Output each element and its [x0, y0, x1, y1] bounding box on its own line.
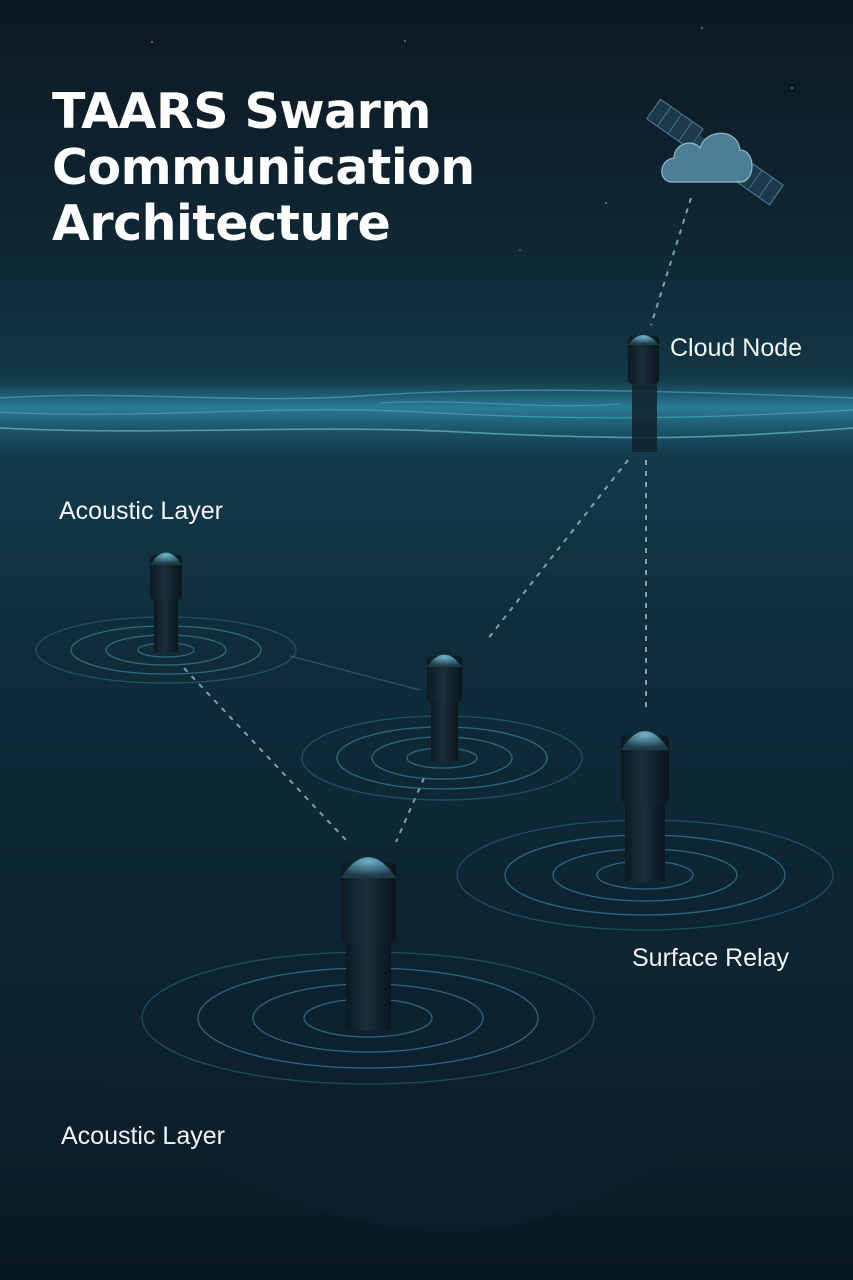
cloud-icon — [661, 132, 753, 183]
diagram-title: TAARS Swarm Communication Architecture — [52, 84, 572, 252]
link-left-to-center-faint — [289, 655, 421, 691]
title-line-2: Communication — [52, 139, 475, 196]
link-left-node-to-lower-node — [183, 667, 347, 841]
buoy-node-lower — [341, 857, 396, 1030]
link-satellite-to-cloud-node — [650, 197, 692, 326]
buoy-node-cloud — [628, 335, 659, 452]
acoustic-layer-label-lower: Acoustic Layer — [61, 1122, 225, 1150]
water-surface — [0, 372, 853, 452]
seabed-rocks — [0, 980, 853, 1280]
surface-relay-label: Surface Relay — [632, 944, 790, 972]
buoy-node-center — [427, 654, 462, 761]
stars — [151, 27, 793, 251]
title-line-1: TAARS Swarm — [52, 83, 431, 140]
buoy-node-left — [150, 552, 182, 652]
title-line-3: Architecture — [52, 195, 391, 252]
link-cloud-node-to-center-node — [486, 459, 629, 641]
cloud-node-label: Cloud Node — [670, 334, 803, 362]
buoy-node-surface-relay — [621, 731, 669, 882]
acoustic-layer-label-upper: Acoustic Layer — [59, 497, 223, 525]
